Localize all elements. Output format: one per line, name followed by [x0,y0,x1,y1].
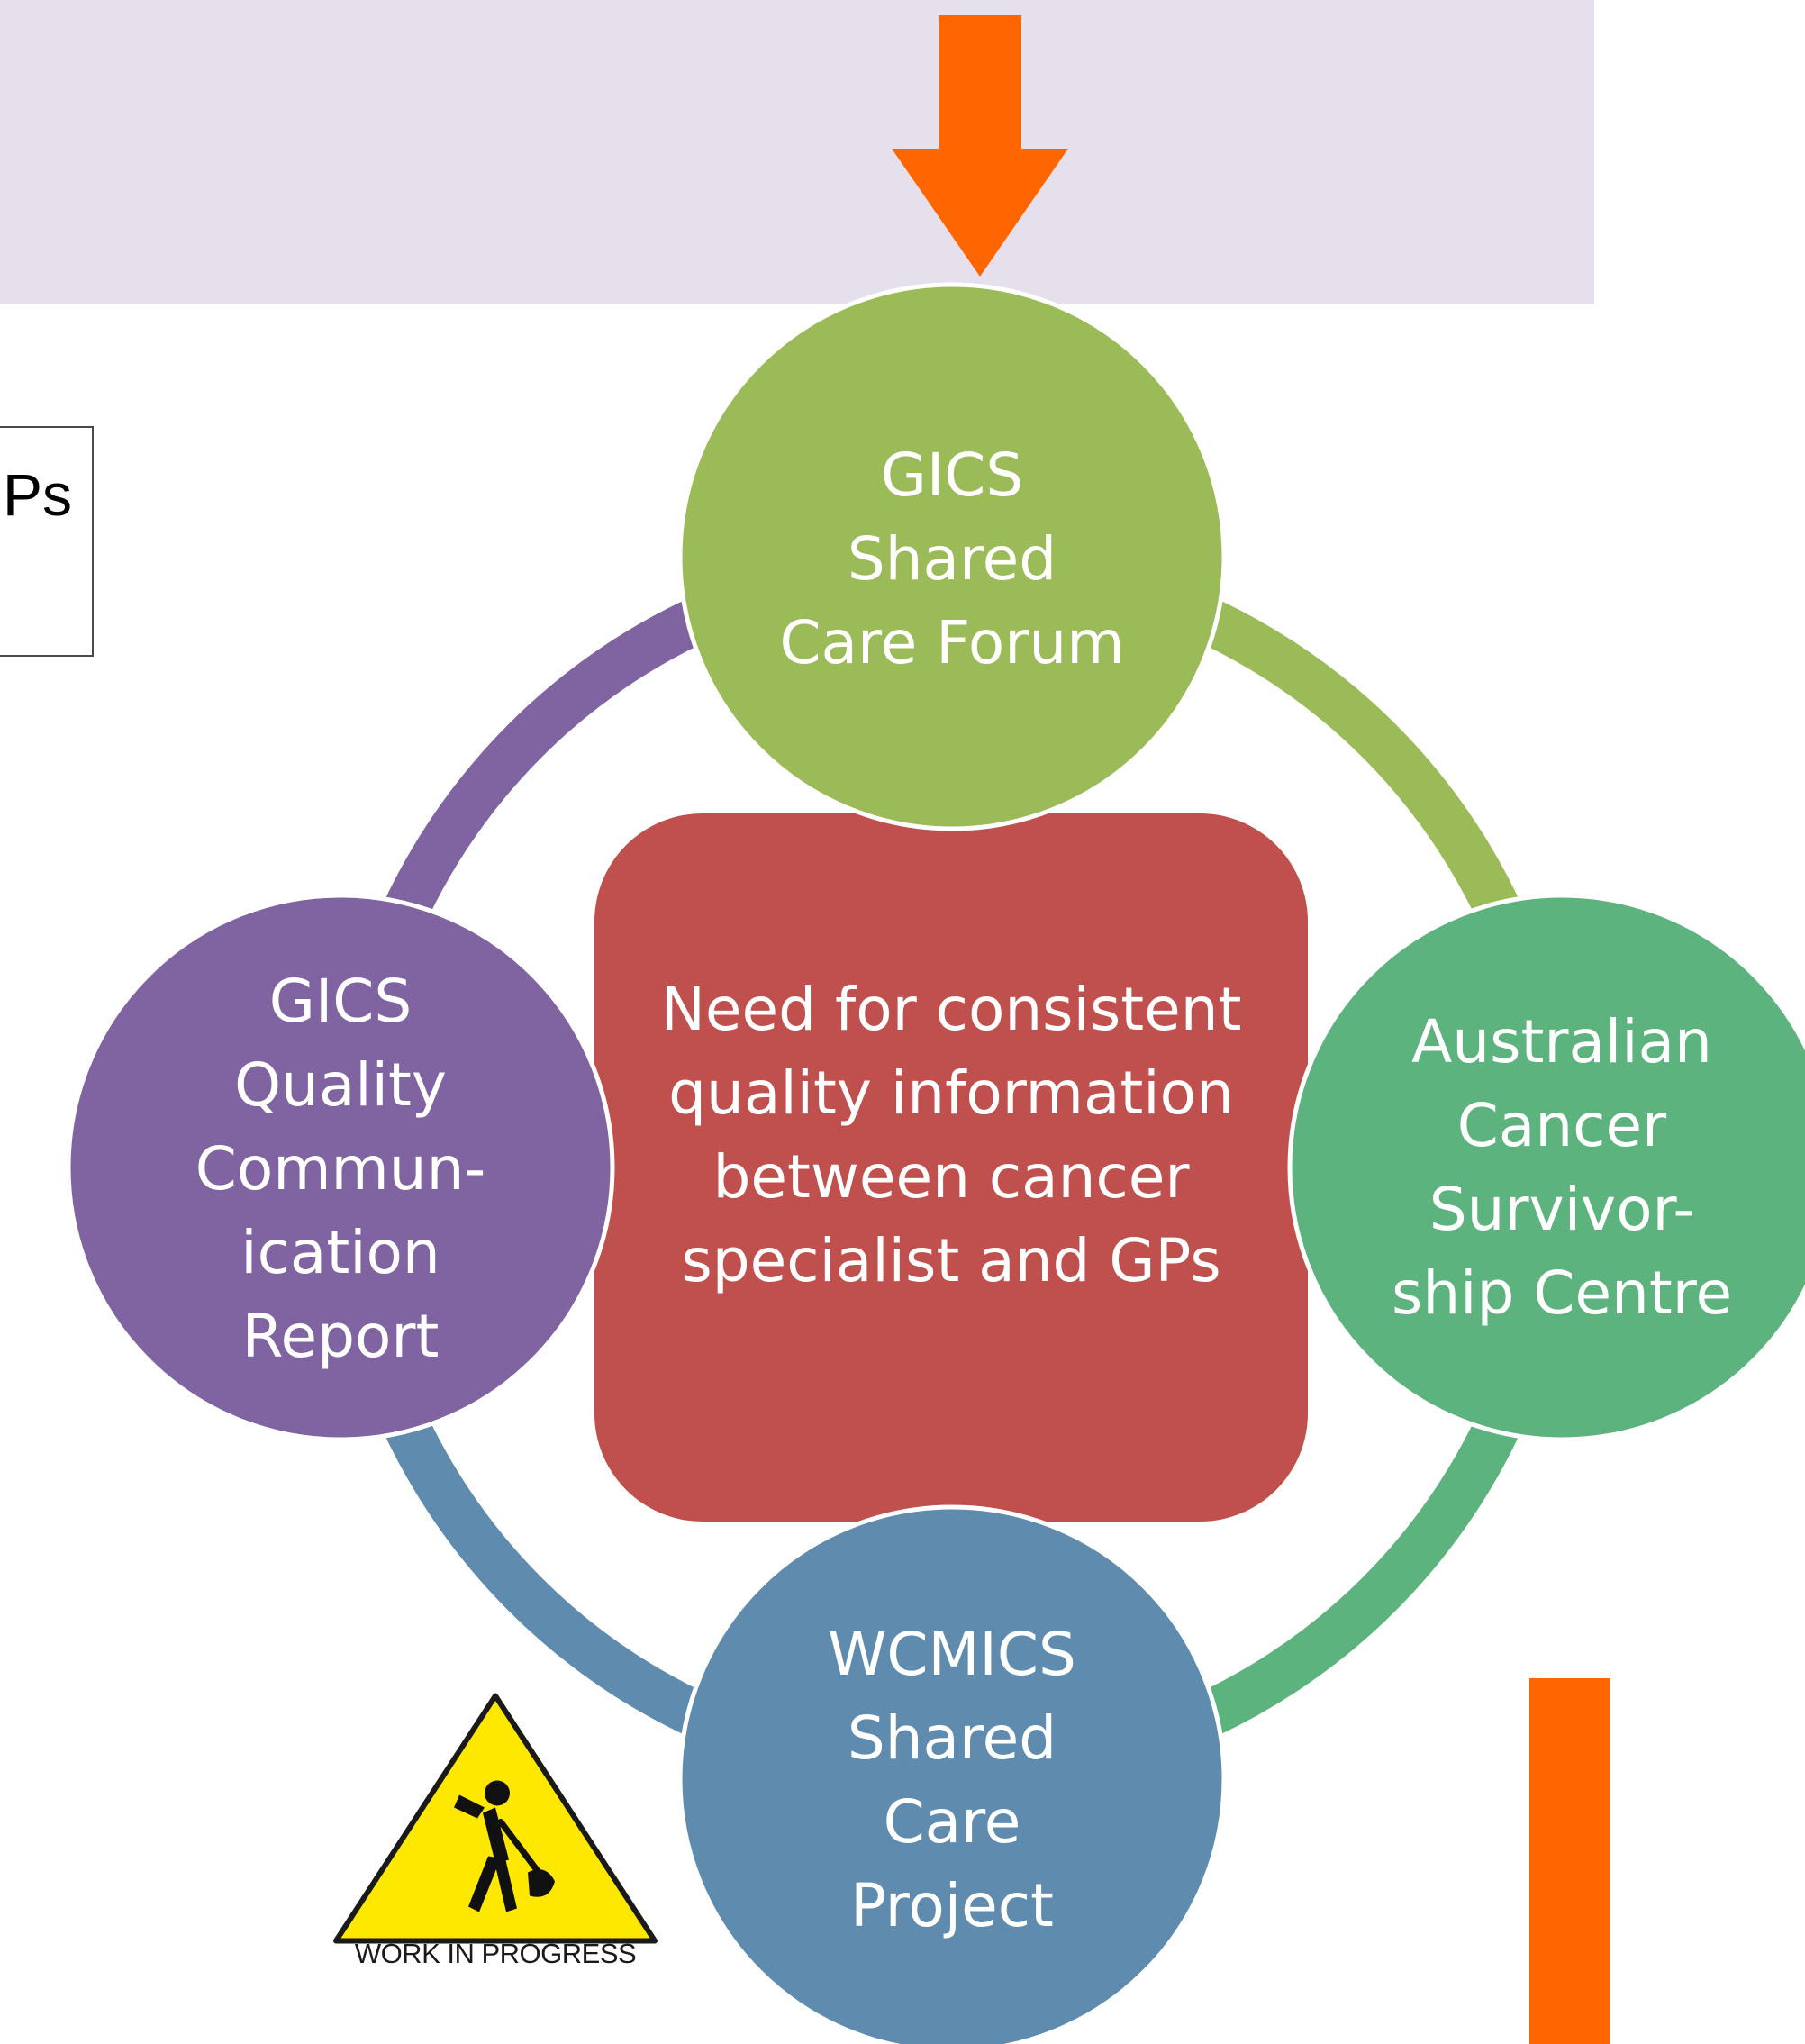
node-right-line: Survivor- [1429,1175,1695,1244]
node-right-line: Australian [1411,1007,1712,1077]
node-top-line: Shared [847,523,1057,594]
node-top-line: Care Forum [779,607,1125,677]
node-left-line: Quality [234,1049,447,1120]
central-line: between cancer [712,1142,1190,1212]
node-right-circle [1287,893,1805,1442]
side-text-box: Ps [0,426,94,657]
node-top-label: GICS Shared Care Forum [745,428,1159,689]
node-top-circle [677,282,1227,831]
node-right-line: ship Centre [1391,1258,1733,1328]
node-left-line: Report [241,1301,440,1371]
central-line: specialist and GPs [681,1226,1221,1295]
side-box-text: Ps [2,461,72,528]
down-arrow-icon [892,15,1068,277]
node-left-line: Commun- [195,1133,486,1204]
digging-worker-icon [454,1780,555,1912]
node-left-line: GICS [268,966,413,1036]
central-box [594,813,1308,1522]
orange-vertical-bar [1529,1678,1610,2044]
node-bottom-line: Shared [847,1703,1057,1773]
node-top-line: GICS [880,440,1024,510]
central-box-text: Need for consistent quality information … [594,955,1308,1315]
node-left-circle [66,893,615,1442]
central-line: quality information [668,1058,1234,1128]
work-in-progress-sign-icon [333,1693,658,1944]
node-bottom-circle [677,1504,1227,2044]
central-line: Need for consistent [660,975,1242,1044]
node-bottom-line: WCMICS [828,1620,1076,1689]
node-left-line: ication [240,1217,440,1287]
header-banner [0,0,1594,304]
node-bottom-line: Care [883,1787,1021,1857]
node-bottom-label: WCMICS Shared Care Project [745,1609,1159,1951]
node-left-label: GICS Quality Commun- ication Report [133,957,548,1380]
node-right-label: Australian Cancer Survivor- ship Centre [1355,996,1769,1339]
node-bottom-line: Project [850,1871,1054,1940]
work-in-progress-label: WORK IN PROGRESS [354,1938,637,1969]
node-right-line: Cancer [1456,1091,1667,1160]
